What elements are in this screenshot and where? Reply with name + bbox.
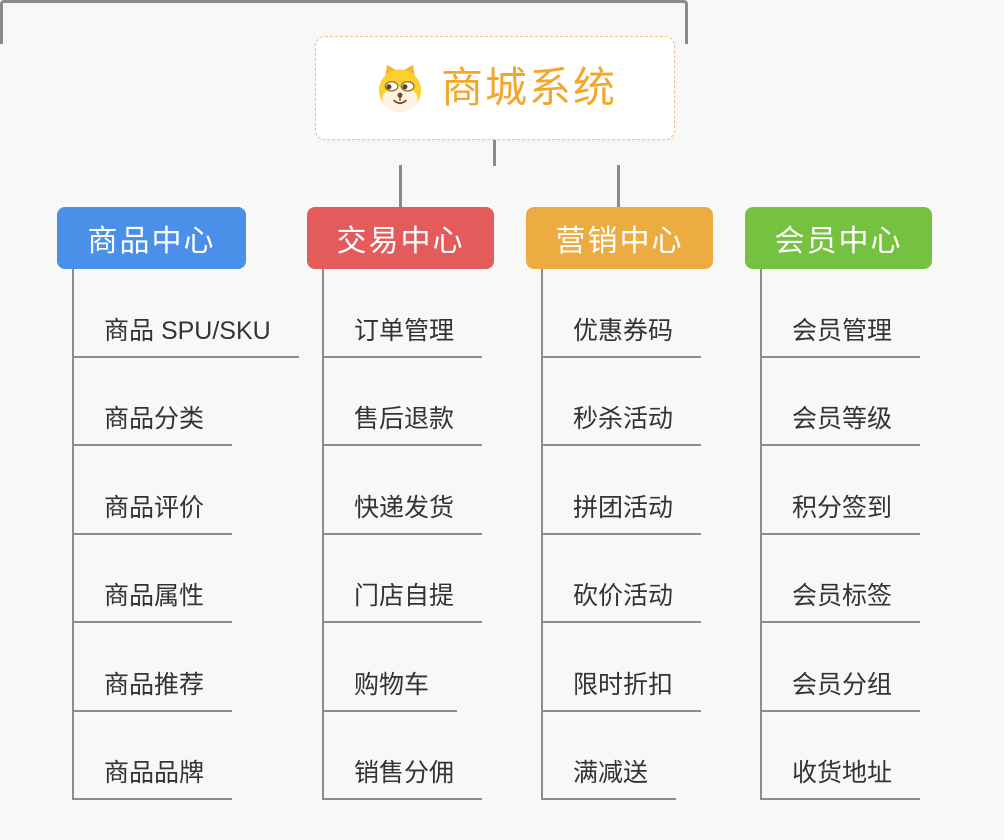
leaf-topic[interactable]: 销售分佣 [322, 758, 483, 800]
leaf-topic[interactable]: 收货地址 [760, 758, 921, 800]
leaf-topic[interactable]: 优惠券码 [541, 316, 702, 358]
leaf-topic[interactable]: 秒杀活动 [541, 404, 702, 446]
branch-topic-trade-center[interactable]: 交易中心 [307, 207, 494, 269]
leaf-topic[interactable]: 砍价活动 [541, 581, 702, 623]
connector-horizontal-bar [0, 0, 688, 44]
leaf-topic[interactable]: 快递发货 [322, 493, 483, 535]
leaf-topic[interactable]: 商品品牌 [72, 758, 233, 800]
branch-topic-marketing-center[interactable]: 营销中心 [526, 207, 713, 269]
leaf-topic[interactable]: 门店自提 [322, 581, 483, 623]
leaf-topic[interactable]: 商品评价 [72, 493, 233, 535]
leaf-topic[interactable]: 积分签到 [760, 493, 921, 535]
leaf-topic[interactable]: 订单管理 [322, 316, 483, 358]
connector-root-stub [493, 140, 496, 166]
leaf-topic[interactable]: 会员标签 [760, 581, 921, 623]
root-topic-label: 商城系统 [440, 64, 617, 111]
leaf-topic[interactable]: 会员分组 [760, 670, 921, 712]
branch-topic-product-center[interactable]: 商品中心 [57, 207, 246, 269]
leaf-topic[interactable]: 限时折扣 [541, 670, 702, 712]
leaf-topic[interactable]: 商品分类 [72, 404, 233, 446]
leaf-topic[interactable]: 商品 SPU/SKU [72, 316, 299, 358]
connector-drop-marketing [617, 165, 620, 207]
leaf-topic[interactable]: 满减送 [541, 758, 677, 800]
leaf-topic[interactable]: 商品推荐 [72, 670, 233, 712]
leaf-topic[interactable]: 购物车 [322, 670, 458, 712]
connector-drop-trade [399, 165, 402, 207]
leaf-topic[interactable]: 商品属性 [72, 581, 233, 623]
leaf-topic[interactable]: 售后退款 [322, 404, 483, 446]
branch-topic-member-center[interactable]: 会员中心 [745, 207, 932, 269]
leaf-topic[interactable]: 会员等级 [760, 404, 921, 446]
root-topic[interactable]: 商城系统 [315, 36, 675, 140]
leaf-topic[interactable]: 会员管理 [760, 316, 921, 358]
shiba-dog-icon [378, 64, 422, 112]
leaf-topic[interactable]: 拼团活动 [541, 493, 702, 535]
